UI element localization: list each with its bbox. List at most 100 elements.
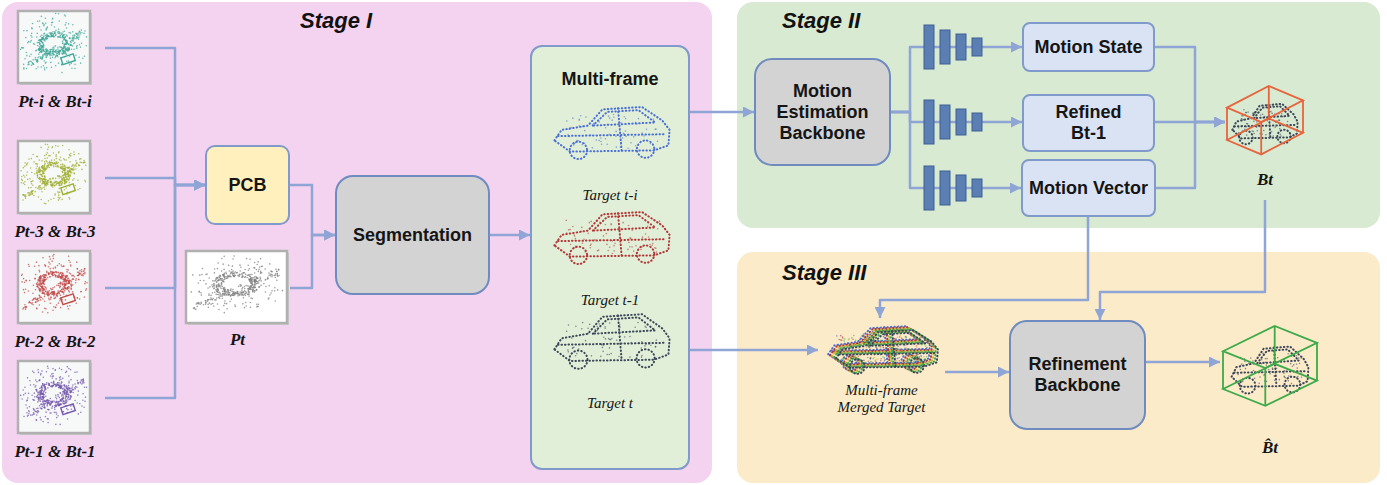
point: [36, 286, 38, 288]
point: [62, 175, 64, 177]
point: [67, 394, 69, 396]
point: [61, 299, 63, 301]
point: [75, 54, 77, 56]
point: [66, 288, 68, 290]
point: [23, 167, 25, 169]
point: [61, 33, 63, 35]
point: [58, 404, 60, 406]
point: [49, 155, 51, 157]
point: [65, 399, 67, 401]
point: [68, 23, 70, 25]
point: [58, 199, 60, 201]
point: [38, 265, 40, 267]
point: [41, 283, 43, 285]
point: [44, 274, 46, 276]
point: [62, 172, 64, 174]
point: [45, 388, 47, 390]
point: [53, 35, 55, 37]
point: [45, 61, 47, 63]
point: [22, 194, 24, 196]
point: [42, 48, 44, 50]
point: [52, 401, 54, 403]
point: [74, 68, 76, 70]
point: [54, 194, 56, 196]
point: [44, 294, 46, 296]
point: [61, 289, 63, 291]
point: [32, 190, 34, 192]
point: [59, 286, 61, 288]
point: [64, 165, 66, 167]
point: [48, 274, 50, 276]
point: [66, 40, 68, 42]
point: [70, 155, 72, 157]
point: [43, 384, 45, 386]
point: [48, 53, 50, 55]
point: [79, 34, 81, 36]
point: [72, 45, 74, 47]
point: [39, 177, 41, 179]
point: [64, 385, 66, 387]
point: [40, 48, 42, 50]
point: [47, 180, 49, 182]
point: [60, 277, 62, 279]
point: [65, 36, 67, 38]
point: [42, 298, 44, 300]
point: [38, 172, 40, 174]
point: [67, 288, 69, 290]
point: [60, 176, 62, 178]
point: [67, 278, 69, 280]
point: [48, 32, 50, 34]
point: [58, 404, 60, 406]
point: [40, 393, 42, 395]
point: [71, 391, 73, 393]
point: [52, 183, 54, 185]
point: [64, 181, 66, 183]
point: [62, 47, 64, 49]
point: [40, 188, 42, 190]
point: [73, 178, 75, 180]
point: [54, 51, 56, 53]
point: [35, 299, 37, 301]
point: [51, 292, 53, 294]
point: [59, 283, 61, 285]
point: [40, 147, 42, 149]
point: [79, 274, 81, 276]
point: [65, 176, 67, 178]
point: [52, 33, 54, 35]
point: [67, 167, 69, 169]
point: [80, 411, 82, 413]
point: [57, 265, 59, 267]
point: [67, 287, 69, 289]
point: [33, 298, 35, 300]
point: [30, 35, 32, 37]
point: [68, 197, 70, 199]
point: [46, 278, 48, 280]
point: [39, 290, 41, 292]
point: [58, 276, 60, 278]
point: [68, 48, 70, 50]
point: [69, 287, 71, 289]
point: [79, 188, 81, 190]
point: [57, 165, 59, 167]
point: [83, 269, 85, 271]
point: [39, 178, 41, 180]
point: [37, 60, 39, 62]
frame: [18, 361, 90, 433]
point: [64, 389, 66, 391]
point: [35, 301, 37, 303]
point: [65, 395, 67, 397]
point: [60, 180, 62, 182]
point: [79, 158, 81, 160]
point: [42, 290, 44, 292]
point: [38, 186, 40, 188]
point: [31, 181, 33, 183]
point: [58, 52, 60, 54]
point: [61, 37, 63, 39]
point: [83, 270, 85, 272]
point: [39, 280, 41, 282]
point: [77, 394, 79, 396]
point: [45, 48, 47, 50]
point: [70, 44, 72, 46]
point: [58, 401, 60, 403]
point: [41, 387, 43, 389]
